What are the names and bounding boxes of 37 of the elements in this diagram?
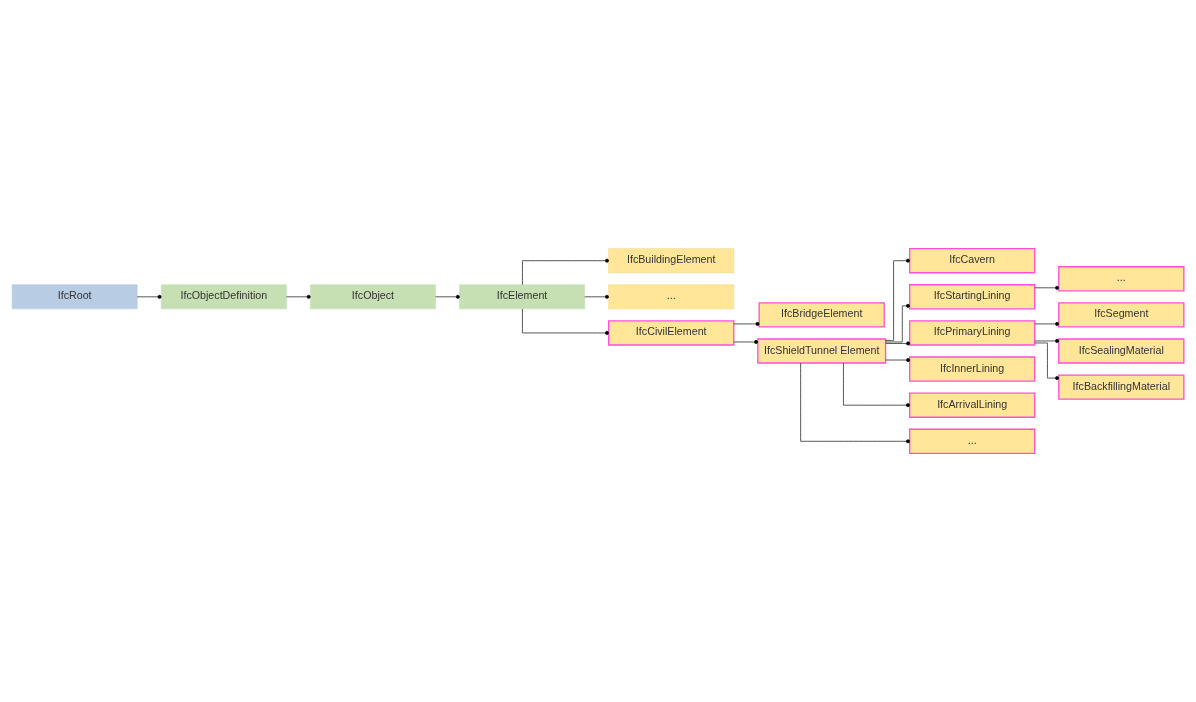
- connector: [435, 294, 460, 299]
- connector: [733, 340, 758, 344]
- connector: [1034, 342, 1059, 381]
- node-box: IfcObjectDefinition: [160, 284, 287, 310]
- node-box: IfcBuildingElement: [608, 248, 735, 274]
- connector: [286, 294, 311, 299]
- node-box: ...: [608, 284, 735, 310]
- connector: [522, 258, 609, 285]
- node-box: IfcSealingMaterial: [1058, 338, 1185, 364]
- node-box: ...: [909, 428, 1036, 454]
- node-box: IfcRoot: [11, 284, 138, 310]
- node-box: IfcStartingLining: [909, 284, 1036, 310]
- connector: [584, 294, 609, 299]
- connector: [522, 308, 609, 335]
- connector: [885, 358, 910, 362]
- node-box: IfcSegment: [1058, 302, 1185, 328]
- connector: [800, 362, 910, 444]
- node-box: IfcInnerLining: [909, 356, 1036, 382]
- connector: [1034, 285, 1059, 290]
- node-box: IfcObject: [310, 284, 436, 310]
- node-box: IfcCivilElement: [608, 320, 735, 346]
- node-box: IfcElement: [459, 284, 585, 310]
- node-box: IfcShieldTunnel Element: [757, 338, 887, 364]
- node-box: IfcCavern: [909, 248, 1036, 274]
- connector: [733, 321, 760, 326]
- connector: [1034, 321, 1059, 326]
- node-box: ...: [1058, 266, 1185, 292]
- connector: [885, 341, 910, 346]
- connector: [843, 362, 910, 408]
- node-box: IfcBackfillingMaterial: [1058, 374, 1185, 400]
- node-box: IfcArrivalLining: [909, 392, 1036, 418]
- connector: [1034, 339, 1059, 343]
- node-box: IfcPrimaryLining: [909, 320, 1036, 346]
- node-box: IfcBridgeElement: [758, 302, 885, 328]
- connector: [885, 303, 910, 343]
- connector: [885, 258, 910, 341]
- connector: [136, 294, 162, 299]
